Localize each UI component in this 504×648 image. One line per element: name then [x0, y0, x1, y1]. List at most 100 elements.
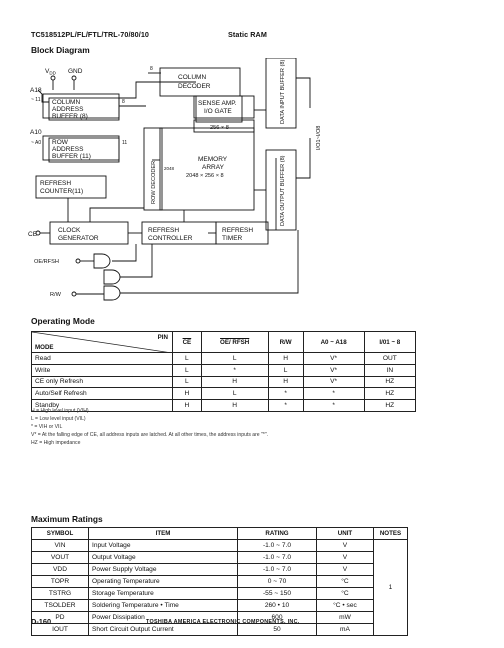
value-cell: V* — [302, 352, 365, 365]
sense-amp-line2: I/O GATE — [204, 108, 232, 115]
clock-gen-line1: CLOCK — [58, 227, 81, 234]
rating-cell: -55 ~ 150 — [237, 587, 317, 600]
col-oe-rfsh: OE/ RFSH — [200, 331, 269, 353]
refresh-counter-line1: REFRESH — [40, 180, 71, 187]
value-cell: H — [267, 375, 304, 389]
value-cell: L — [200, 352, 269, 365]
value-cell: H — [172, 387, 202, 401]
unit-cell: °C • sec — [316, 599, 374, 612]
rw-pin-label: R/W — [50, 292, 62, 298]
item-cell: Input Voltage — [88, 539, 238, 552]
oe-rfsh-pin-label: OE/RFSH — [34, 259, 59, 265]
a18-label: A18 — [30, 87, 42, 94]
value-cell: L — [172, 363, 202, 377]
rating-cell: -1.0 ~ 7.0 — [237, 563, 317, 576]
unit-cell: mW — [316, 611, 374, 624]
value-cell: HZ — [363, 387, 417, 401]
value-cell: L — [172, 352, 202, 365]
pin-mode-corner: PIN MODE — [31, 331, 173, 353]
refresh-controller-line2: CONTROLLER — [148, 235, 193, 242]
io-label: I/O1~I/O8 — [316, 126, 322, 150]
notes-cell: 1 — [373, 539, 408, 636]
bus-11-label: 11 — [122, 140, 127, 146]
mem-array-line1: MEMORY — [198, 156, 228, 163]
symbol-cell: TSOLDER — [31, 599, 89, 612]
refresh-counter-line2: COUNTER(11) — [40, 188, 83, 195]
rating-cell: 260 • 10 — [237, 599, 317, 612]
table-header-row: SYMBOL ITEM RATING UNIT NOTES — [31, 527, 408, 540]
operating-mode-table: PIN MODE CE OE/ RFSH R/W A0 ~ A18 I/01 ~… — [31, 331, 417, 412]
note-line: H = High level input (VIH) — [31, 408, 89, 414]
unit-cell: V — [316, 551, 374, 564]
col-buf-line1: COLUMN — [52, 99, 80, 106]
item-cell: Output Voltage — [88, 551, 238, 564]
row-buf-line1: ROW — [52, 139, 69, 146]
block-diagram: VDD GND A18 ~ 11 A10 ~ A0 COLUMN ADDRESS… — [28, 58, 322, 301]
mem-array-line2: ARRAY — [202, 164, 225, 171]
bus-8-label: 8 — [122, 99, 125, 105]
col-unit: UNIT — [316, 527, 374, 540]
unit-cell: V — [316, 563, 374, 576]
value-cell: OUT — [363, 352, 417, 365]
item-cell: Soldering Temperature • Time — [88, 599, 238, 612]
mode-cell: Auto/Self Refresh — [31, 387, 173, 401]
vdd-label: VDD — [45, 68, 57, 76]
clock-gen-line2: GENERATOR — [58, 235, 99, 242]
item-cell: Short Circuit Output Current — [88, 623, 238, 636]
col-symbol: SYMBOL — [31, 527, 89, 540]
rating-cell: 0 ~ 70 — [237, 575, 317, 588]
item-cell: Operating Temperature — [88, 575, 238, 588]
a10-label: A10 — [30, 129, 42, 136]
note-line: HZ = High impedance — [31, 440, 81, 446]
col-rating: RATING — [237, 527, 317, 540]
row-buf-line3: BUFFER (11) — [52, 153, 91, 160]
value-cell: V* — [302, 375, 365, 389]
value-cell: L — [200, 387, 269, 401]
refresh-timer-line1: REFRESH — [222, 227, 253, 234]
col-buf-line3: BUFFER (8) — [52, 113, 88, 120]
note-line: V* = At the falling edge of CE, all addr… — [31, 432, 269, 438]
rating-cell: -1.0 ~ 7.0 — [237, 539, 317, 552]
symbol-cell: VOUT — [31, 551, 89, 564]
value-cell: * — [302, 387, 365, 401]
part-number: TC518512PL/FL/FTL/TRL-70/80/10 — [31, 30, 150, 39]
col-ce: CE — [172, 331, 202, 353]
corner-mode-label: MODE — [35, 344, 54, 351]
value-cell: * — [267, 399, 304, 412]
item-cell: Storage Temperature — [88, 587, 238, 600]
company-name: TOSHIBA AMERICA ELECTRONIC COMPONENTS, I… — [146, 619, 300, 625]
rating-cell: -1.0 ~ 7.0 — [237, 551, 317, 564]
max-ratings-title: Maximum Ratings — [31, 514, 103, 524]
value-cell: L — [267, 363, 304, 377]
gnd-label: GND — [68, 68, 83, 75]
value-cell: HZ — [363, 399, 417, 412]
symbol-cell: IOUT — [31, 623, 89, 636]
value-cell: HZ — [363, 375, 417, 389]
mem-array-line3: 2048 × 256 × 8 — [186, 173, 224, 179]
item-cell: Power Supply Voltage — [88, 563, 238, 576]
col-dec-line1: COLUMN — [178, 74, 206, 81]
col-io: I/01 ~ 8 — [363, 331, 417, 353]
symbol-cell: TSTRG — [31, 587, 89, 600]
a0-label: ~ A0 — [31, 140, 41, 146]
value-cell: H — [200, 375, 269, 389]
table-header-row: PIN MODE CE OE/ RFSH R/W A0 ~ A18 I/01 ~… — [31, 331, 417, 353]
value-cell: IN — [363, 363, 417, 377]
value-cell: V* — [302, 363, 365, 377]
row-buf-line2: ADDRESS — [52, 146, 84, 153]
page-number: D-160 — [31, 617, 52, 626]
bus-8-top-label: 8 — [150, 66, 153, 72]
mode-cell: Write — [31, 363, 173, 377]
row-decoder-label: ROW DECODER — [151, 161, 157, 204]
